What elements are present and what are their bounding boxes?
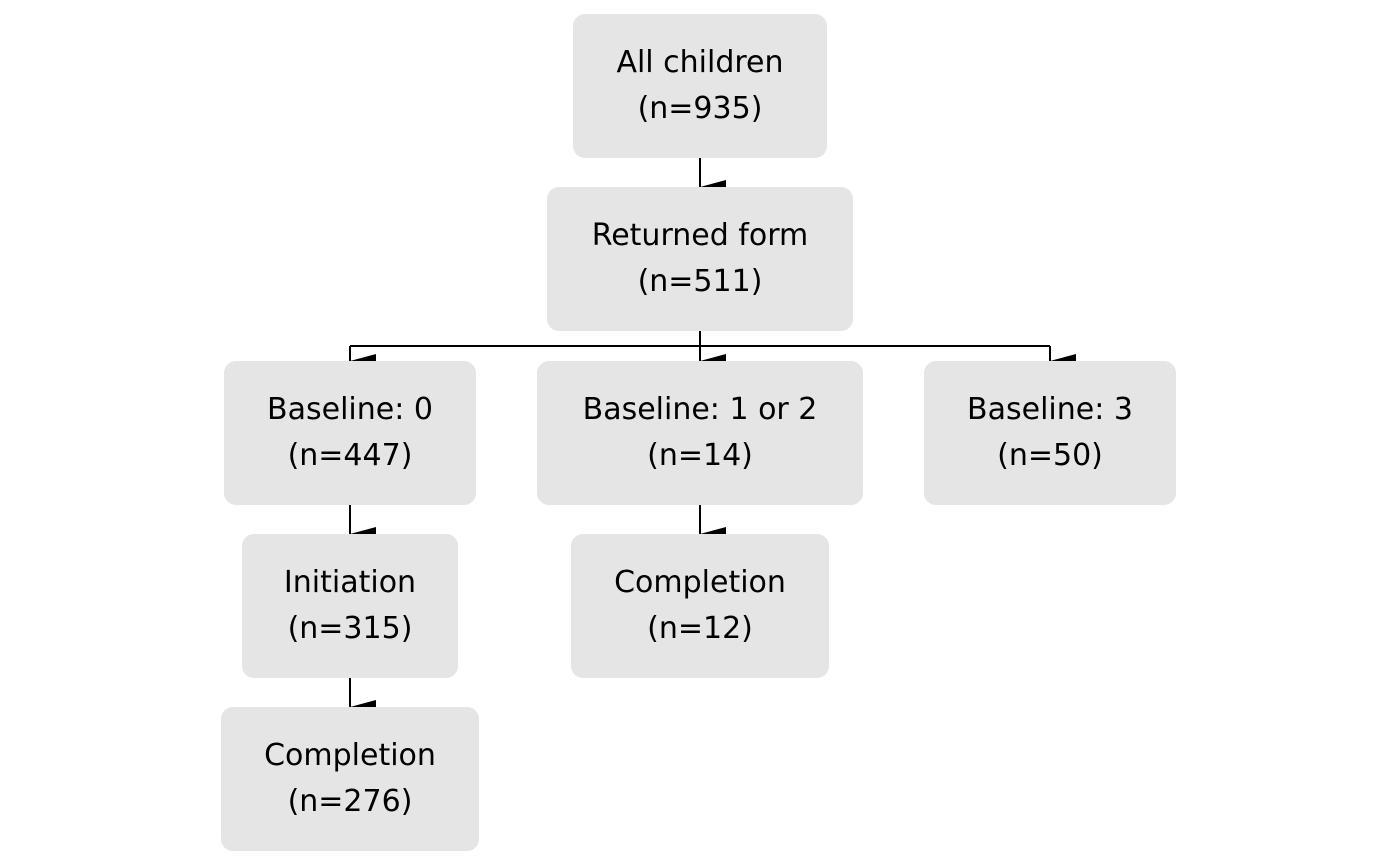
node-baseline-1-or-2: Baseline: 1 or 2 (n=14) [537,361,863,505]
node-completion-baseline-0: Completion (n=276) [221,707,479,851]
node-label: All children [616,45,784,80]
node-initiation: Initiation (n=315) [242,534,458,678]
node-count: (n=12) [647,611,753,646]
node-label: Baseline: 1 or 2 [582,392,818,427]
node-all-children: All children (n=935) [573,14,827,158]
node-count: (n=50) [997,438,1103,473]
node-count: (n=511) [637,264,763,299]
node-count: (n=276) [287,784,413,819]
node-label: Returned form [591,218,809,253]
node-count: (n=315) [287,611,413,646]
node-count: (n=935) [637,91,763,126]
node-returned-form: Returned form (n=511) [547,187,853,331]
node-count: (n=14) [647,438,753,473]
node-label: Initiation [283,565,417,600]
node-label: Completion [264,738,436,773]
node-label: Baseline: 0 [267,392,433,427]
node-baseline-0: Baseline: 0 (n=447) [224,361,476,505]
node-label: Completion [614,565,786,600]
node-baseline-3: Baseline: 3 (n=50) [924,361,1176,505]
node-completion-baseline-1-or-2: Completion (n=12) [571,534,829,678]
node-count: (n=447) [287,438,413,473]
node-label: Baseline: 3 [967,392,1133,427]
